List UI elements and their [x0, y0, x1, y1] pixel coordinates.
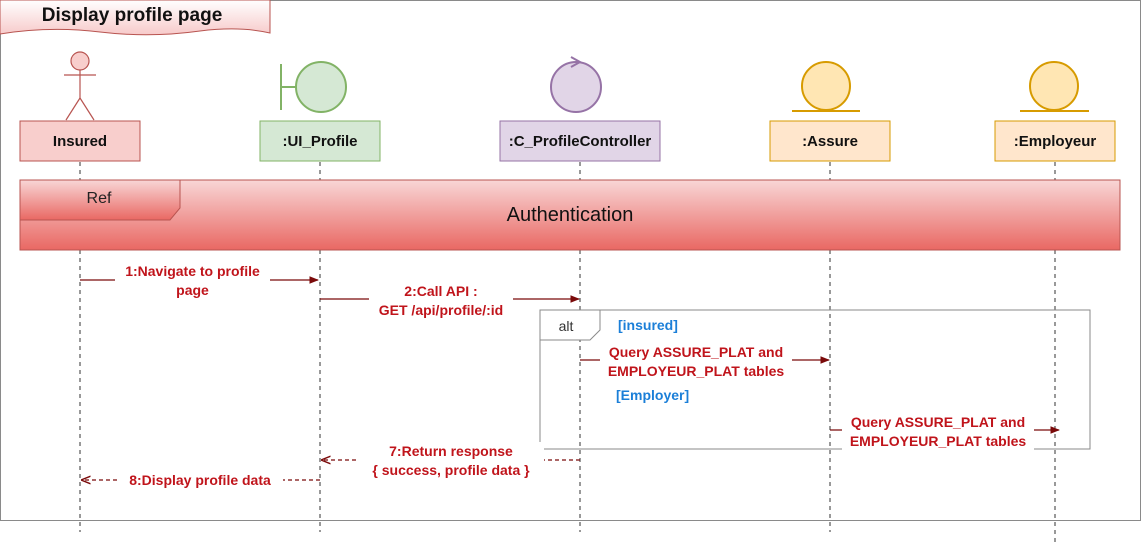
message-2: 2:Call API : GET /api/profile/:id [369, 282, 513, 320]
box-ui-profile [259, 120, 381, 162]
ref-title: Authentication [506, 203, 634, 226]
participant-insured-label: Insured [52, 132, 108, 150]
box-insured [19, 120, 141, 162]
message-8: 8:Display profile data [117, 471, 283, 490]
title-tab [0, 0, 271, 36]
ref-label-tab [19, 179, 181, 221]
message-8-line1: 8:Display profile data [129, 472, 271, 488]
message-1: 1:Navigate to profile page [115, 262, 270, 300]
message-7: 7:Return response { success, profile dat… [358, 442, 544, 480]
message-7-line2: { success, profile data } [372, 462, 530, 478]
box-controller [499, 120, 661, 162]
boundary-icon [280, 61, 347, 113]
box-assure [769, 120, 891, 162]
message-2-line1: 2:Call API : [404, 283, 478, 299]
alt-label: alt [558, 317, 574, 334]
message-3-line2: EMPLOYEUR_PLAT tables [607, 363, 785, 379]
alt-label-tab [539, 309, 601, 341]
participant-assure-label: :Assure [802, 132, 858, 150]
entity-icon-assure [792, 61, 860, 112]
entity-icon-employeur [1020, 61, 1089, 112]
participant-controller-label: :C_ProfileController [508, 132, 652, 150]
actor-icon [64, 51, 96, 121]
ref-label: Ref [86, 190, 112, 207]
diagram-title: Display profile page [41, 5, 223, 26]
guard-employer: [Employer] [616, 387, 690, 403]
participant-ui-profile-label: :UI_Profile [282, 132, 358, 150]
message-4-line1: Query ASSURE_PLAT and [850, 414, 1026, 430]
ref-fragment [19, 179, 1121, 251]
control-icon [550, 56, 602, 113]
participant-employeur-label: :Employeur [1013, 132, 1097, 150]
message-1-line2: page [176, 282, 209, 298]
message-1-line1: 1:Navigate to profile [125, 263, 260, 279]
message-2-line2: GET /api/profile/:id [378, 302, 504, 318]
guard-insured: [insured] [618, 317, 678, 333]
message-4-line2: EMPLOYEUR_PLAT tables [849, 433, 1027, 449]
alt-fragment [539, 309, 1091, 450]
message-3-line1: Query ASSURE_PLAT and [608, 344, 784, 360]
message-3: Query ASSURE_PLAT and EMPLOYEUR_PLAT tab… [600, 343, 792, 381]
message-4: Query ASSURE_PLAT and EMPLOYEUR_PLAT tab… [842, 413, 1034, 451]
message-7-line1: 7:Return response [389, 443, 513, 459]
box-employeur [994, 120, 1116, 162]
